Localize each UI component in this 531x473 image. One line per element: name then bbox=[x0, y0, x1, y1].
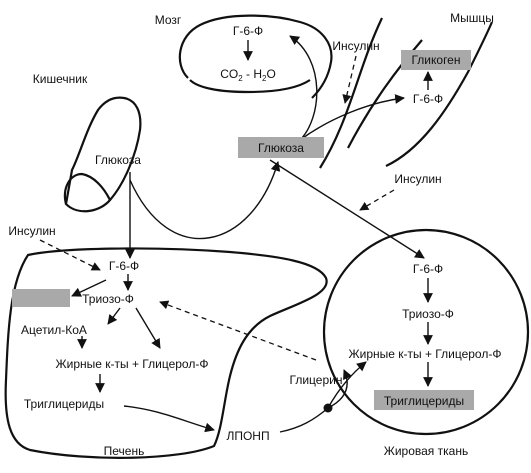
brain-label: Мозг bbox=[155, 13, 182, 27]
vldl-label: ЛПОНП bbox=[226, 429, 269, 443]
muscle-fiber-2 bbox=[347, 39, 423, 149]
arrow-intestine-to-blood-glucose bbox=[129, 161, 281, 240]
arrow-liver-triose-to-glycerol bbox=[135, 307, 161, 349]
muscle-g6p-label: Г-6-Ф bbox=[413, 92, 443, 106]
arrow-glucose-to-adipose bbox=[269, 159, 425, 259]
liver-label: Печень bbox=[104, 444, 145, 458]
adipose-fatty-acids-label: Жирные к-ты + Глицерол-Ф bbox=[349, 347, 502, 361]
adipose-tissue-circle bbox=[322, 228, 530, 436]
arrow-dot-to-adipose-fatty bbox=[327, 361, 367, 409]
insulin-label-adipose: Инсулин bbox=[394, 172, 441, 186]
intestine-tube bbox=[64, 96, 142, 213]
liver-fatty-acids-label: Жирные к-ты + Глицерол-Ф bbox=[56, 357, 209, 371]
blood-glucose-box bbox=[238, 137, 324, 158]
glycogen-box bbox=[401, 50, 471, 70]
intestine-label: Кишечник bbox=[33, 72, 88, 86]
insulin-label-liver: Инсулин bbox=[8, 224, 55, 238]
arrow-glucose-to-muscle bbox=[299, 94, 405, 141]
arrow-tg-to-vldl bbox=[123, 405, 215, 433]
adipose-triglycerides-label: Триглицериды bbox=[384, 394, 464, 408]
adipose-triose-label: Триозо-Ф bbox=[402, 307, 454, 321]
line-vldl-to-dot bbox=[279, 407, 329, 433]
brain-g6p-label: Г-6-Ф bbox=[233, 24, 263, 38]
liver-triose-label: Триозо-Ф bbox=[82, 292, 134, 306]
glycerol-label: Глицерин bbox=[290, 373, 343, 387]
adipose-triglycerides-box bbox=[374, 390, 474, 410]
arrow-insulin-adipose bbox=[359, 189, 395, 211]
arrow-glucose-to-brain bbox=[289, 35, 318, 141]
liver-g6p-label: Г-6-Ф bbox=[109, 259, 139, 273]
liver-acetyl-coa-label: Ацетил-КоА bbox=[21, 323, 87, 337]
arrow-insulin-liver bbox=[39, 239, 101, 271]
brain-co2-h2o-label: CO2 - H2O bbox=[220, 67, 276, 83]
glycogen-label: Гликоген bbox=[411, 53, 460, 67]
arrow-glycerol-to-liver-triose bbox=[159, 300, 317, 361]
intestine-opening bbox=[63, 172, 111, 205]
adipose-g6p-label: Г-6-Ф bbox=[413, 262, 443, 276]
adipose-label: Жировая ткань bbox=[384, 444, 468, 458]
muscle-label: Мышцы bbox=[450, 11, 494, 25]
arrow-dot-to-glycerol bbox=[327, 369, 353, 409]
intestine-glucose-label: Глюкоза bbox=[95, 153, 141, 167]
muscle-fiber-1 bbox=[319, 17, 383, 169]
arrow-liver-g6p-to-box bbox=[71, 279, 107, 297]
muscle-fiber-3 bbox=[385, 21, 494, 167]
liver-triglycerides-label: Триглицериды bbox=[24, 397, 104, 411]
liver-outline bbox=[4, 247, 328, 459]
brain-outline bbox=[178, 14, 333, 99]
brain-inner-outline bbox=[189, 79, 311, 94]
arrow-insulin-brain bbox=[342, 55, 357, 104]
insulin-label-brain: Инсулин bbox=[332, 39, 379, 53]
liver-glycogen-box bbox=[12, 289, 70, 307]
arrow-liver-triose-to-acetyl bbox=[107, 307, 121, 325]
blood-glucose-label: Глюкоза bbox=[258, 141, 304, 155]
